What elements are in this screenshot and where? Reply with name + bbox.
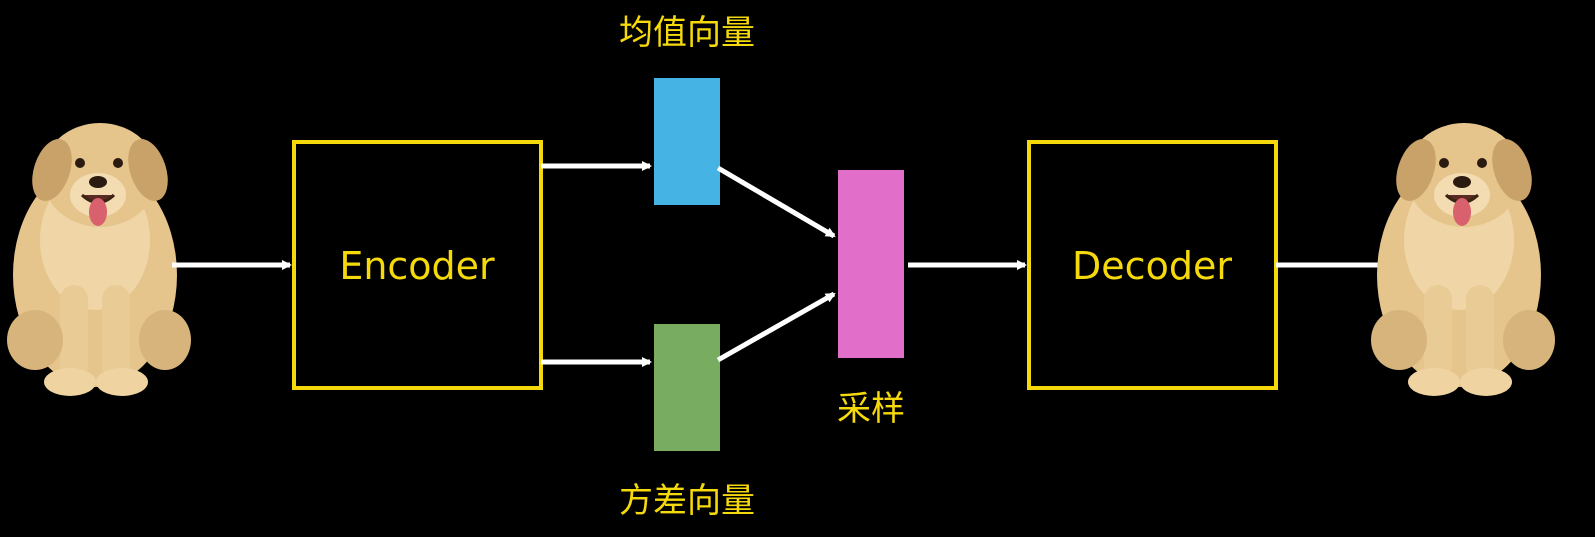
- mean-vector-label: 均值向量: [619, 13, 755, 53]
- sample-label: 采样: [837, 389, 905, 429]
- mean-vector-block: [654, 78, 720, 205]
- encoder-box: [292, 140, 543, 390]
- sample-vector-block: [838, 170, 904, 358]
- variance-vector-block: [654, 324, 720, 451]
- variance-vector-label: 方差向量: [619, 481, 755, 521]
- decoder-label: Decoder: [1072, 244, 1232, 288]
- arrow-mean-to-sample: [716, 165, 836, 239]
- arrow-variance-to-sample: [716, 291, 836, 363]
- encoder-label: Encoder: [339, 244, 495, 288]
- output-puppy-image: [1369, 121, 1557, 398]
- input-puppy-image: [5, 121, 193, 398]
